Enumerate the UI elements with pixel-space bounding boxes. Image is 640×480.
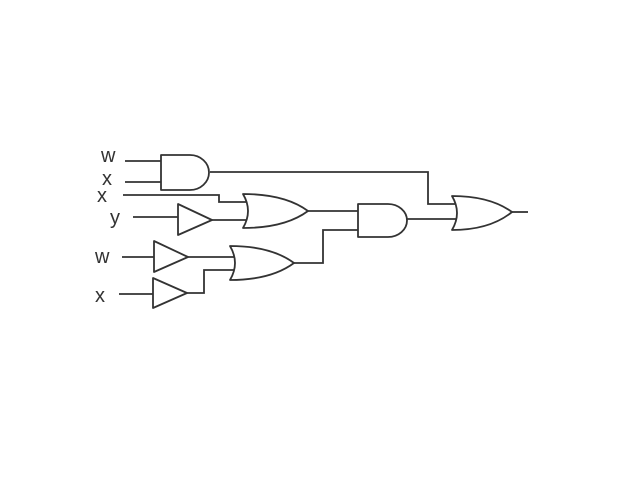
wire-or2-to-and2: [294, 229, 358, 264]
input-label-y: y: [110, 207, 120, 229]
buffer-gate-x: [152, 277, 188, 309]
and-gate-2: [357, 203, 408, 238]
wire-and1-to-or3: [210, 171, 456, 205]
wire-buffer3-to-or2: [187, 269, 234, 294]
input-label-w-bottom: w: [94, 246, 110, 268]
wire-x-to-or1: [123, 194, 247, 203]
buffer-gate-y: [177, 203, 213, 236]
input-label-x-top: x: [102, 168, 112, 190]
input-label-x-bottom: x: [95, 285, 105, 307]
wires: [119, 160, 528, 295]
buffer-gate-w: [153, 240, 189, 273]
or-gate-3: [451, 195, 513, 231]
input-label-w-top: w: [100, 145, 116, 167]
and-gate-1: [160, 154, 210, 191]
input-label-x-middle: x: [97, 185, 107, 207]
or-gate-1: [242, 193, 309, 229]
or-gate-2: [229, 245, 295, 281]
